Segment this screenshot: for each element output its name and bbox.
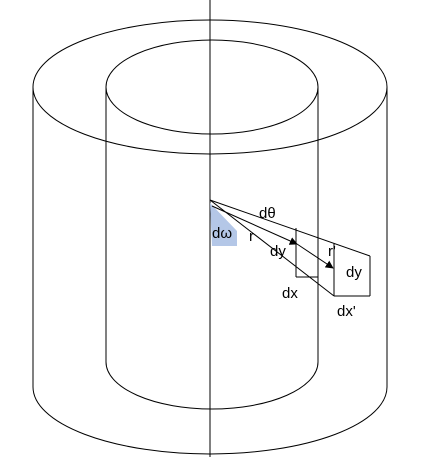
inner-area-element: [295, 228, 319, 278]
label-dx: dx: [282, 285, 298, 302]
label-d-theta: dθ: [259, 205, 276, 222]
label-dx-prime: dx': [337, 303, 356, 320]
label-r-prime: r': [328, 243, 336, 260]
ray-bottom: [209, 199, 335, 297]
label-dy-inner: dy: [270, 243, 286, 260]
inner-cylinder: [105, 39, 319, 410]
ray-top: [209, 199, 371, 257]
radius-r-prime-arrow: [296, 243, 334, 269]
inner-cylinder-bottom-arc: [105, 361, 319, 410]
label-r: r: [249, 228, 254, 245]
ray-lines: [209, 199, 371, 297]
label-dy-outer: dy: [346, 264, 362, 281]
radius-r-arrow: [211, 205, 298, 245]
inner-cylinder-top-ellipse: [105, 39, 319, 135]
solid-angle-highlight: [210, 203, 237, 246]
outer-area-element: [333, 243, 371, 297]
label-d-omega: dω: [212, 225, 232, 242]
